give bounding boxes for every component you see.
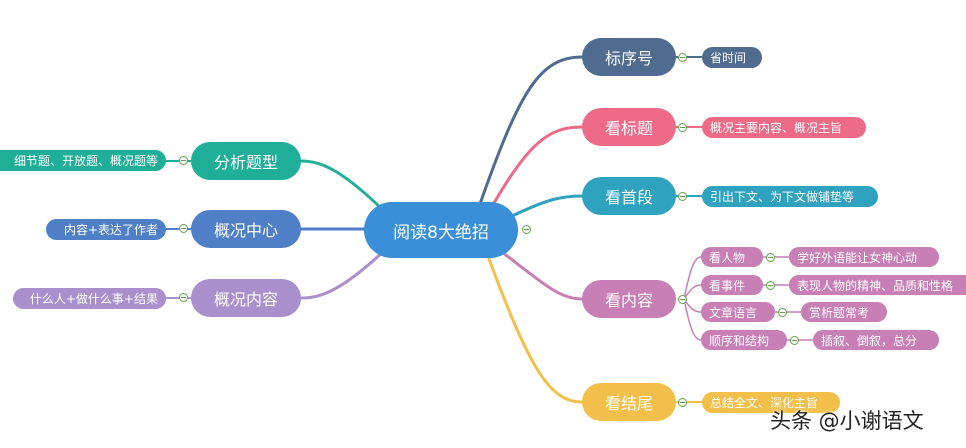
- link-center-left-2: [299, 248, 387, 300]
- collapse-icon[interactable]: [179, 293, 188, 302]
- leaf-characters-detail[interactable]: 学好外语能让女神心动: [789, 247, 939, 267]
- topic-read-first-paragraph[interactable]: 看首段: [582, 177, 676, 215]
- link-center-right-3: [500, 250, 584, 301]
- center-topic[interactable]: 阅读8大绝招: [364, 202, 518, 258]
- link-center-left-0: [299, 159, 387, 214]
- collapse-icon[interactable]: [179, 156, 188, 165]
- collapse-icon[interactable]: [179, 224, 188, 233]
- topic-read-content[interactable]: 看内容: [582, 280, 676, 318]
- collapse-icon[interactable]: [678, 295, 687, 304]
- link-center-right-2: [506, 194, 584, 220]
- leaf-save-time[interactable]: 省时间: [702, 47, 762, 68]
- collapse-icon[interactable]: [766, 281, 775, 290]
- collapse-icon[interactable]: [778, 308, 787, 317]
- collapse-icon[interactable]: [766, 253, 775, 262]
- leaf-read-characters[interactable]: 看人物: [701, 247, 763, 267]
- leaf-events-detail[interactable]: 表现人物的精神、品质和性格: [789, 275, 966, 295]
- collapse-icon[interactable]: [790, 336, 799, 345]
- topic-read-title[interactable]: 看标题: [582, 108, 676, 146]
- link-content-child-0: [683, 256, 702, 300]
- link-content-child-3: [683, 298, 702, 341]
- watermark: 头条 @小谢语文: [770, 409, 924, 433]
- leaf-question-types[interactable]: 细节题、开放题、概况题等: [0, 150, 166, 171]
- leaf-order-structure[interactable]: 顺序和结构: [701, 330, 787, 350]
- leaf-content-expression[interactable]: 内容+表达了作者: [46, 219, 166, 240]
- collapse-icon[interactable]: [678, 192, 687, 201]
- leaf-first-paragraph-purpose[interactable]: 引出下文、为下文做铺垫等: [702, 186, 878, 207]
- topic-summarize-center[interactable]: 概况中心: [191, 210, 301, 248]
- link-center-right-1: [488, 125, 584, 212]
- collapse-icon[interactable]: [678, 123, 687, 132]
- leaf-language-detail[interactable]: 赏析题常考: [801, 302, 887, 322]
- collapse-icon[interactable]: [678, 53, 687, 62]
- collapse-icon[interactable]: [678, 398, 687, 407]
- leaf-title-summary[interactable]: 概况主要内容、概况主旨: [702, 117, 866, 138]
- leaf-who-what-result[interactable]: 什么人+做什么事+结果: [13, 288, 166, 309]
- link-center-right-0: [478, 55, 584, 206]
- leaf-read-events[interactable]: 看事件: [701, 275, 763, 295]
- collapse-icon[interactable]: [522, 225, 531, 234]
- leaf-ending-summary[interactable]: 总结全文、深化主旨: [702, 392, 840, 413]
- topic-number-paragraphs[interactable]: 标序号: [582, 38, 676, 76]
- topic-analyze-question-type[interactable]: 分析题型: [191, 142, 301, 180]
- leaf-article-language[interactable]: 文章语言: [701, 302, 775, 322]
- link-center-right-4: [486, 254, 584, 404]
- leaf-structure-detail[interactable]: 插叙、倒叙，总分: [813, 330, 939, 350]
- topic-read-ending[interactable]: 看结尾: [582, 383, 676, 421]
- topic-summarize-content[interactable]: 概况内容: [191, 279, 301, 317]
